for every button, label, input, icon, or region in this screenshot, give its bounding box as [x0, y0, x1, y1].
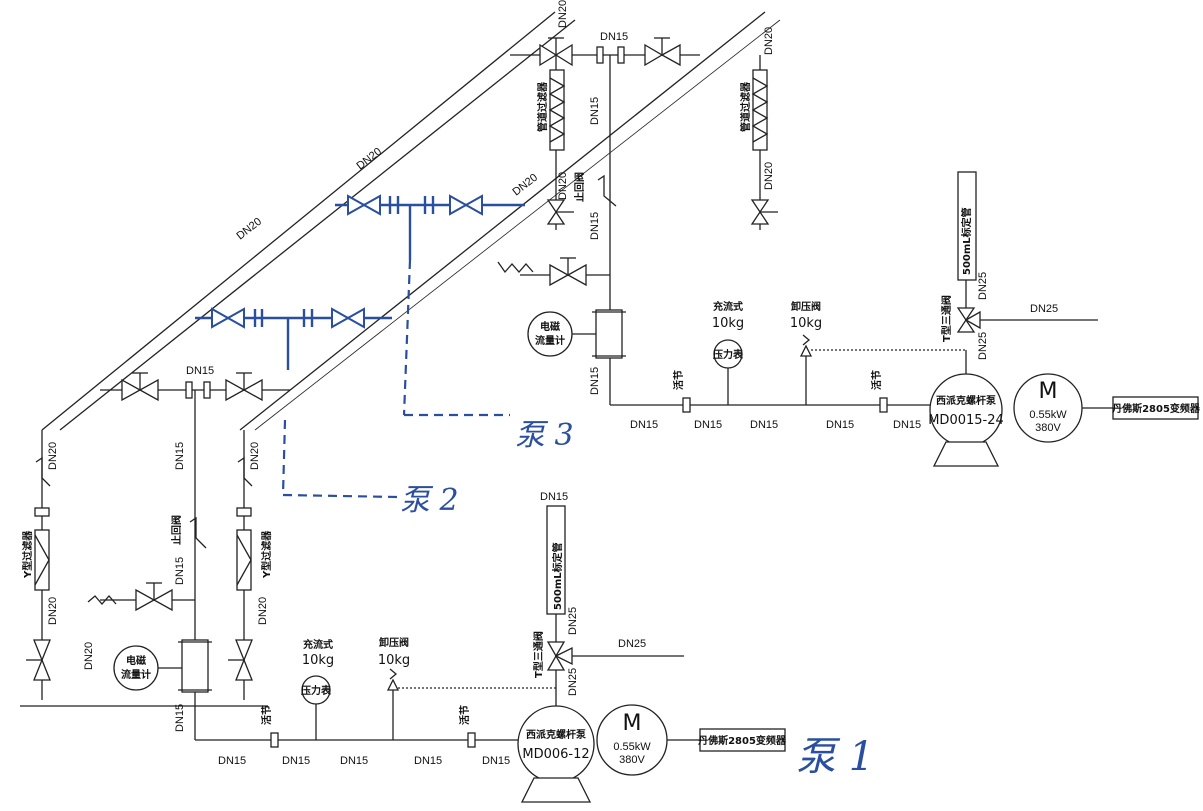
label-y-strainer-left-b: Y型过滤器: [260, 530, 273, 579]
label-dn15-p1-h5: DN15: [482, 755, 510, 767]
label-handwritten-pump3: 泵 3: [515, 418, 574, 453]
upper-strainers: 管道过滤器 管道过滤器 DN20 DN20: [536, 55, 778, 230]
label-dn20-left-c: DN20: [47, 597, 59, 625]
label-dn20-left-d: DN20: [257, 597, 269, 625]
label-filter-p1-b: 活节: [458, 705, 471, 725]
label-check-valve-p1: 止回阀: [170, 515, 183, 545]
label-dn25-p1-v2: DN25: [567, 668, 579, 696]
label-handwritten-pump2: 泵 2: [400, 483, 459, 518]
label-dn25-p1-v1: DN25: [567, 607, 579, 635]
label-strainer-upper-left: 管道过滤器: [536, 81, 549, 132]
label-motor2-volt: 380V: [1035, 422, 1061, 434]
left-header-row: DN15: [100, 365, 290, 402]
label-strainer-upper-right: 管道过滤器: [739, 81, 752, 132]
label-calib-p2: 500mL标定管: [960, 207, 973, 275]
label-relief-p2-l1: 卸压阀: [791, 300, 821, 313]
label-dn20-left-a: DN20: [47, 442, 59, 470]
label-relief-p2-l2: 10kg: [790, 316, 822, 331]
label-dn15-p1-c: DN15: [174, 704, 186, 732]
label-motor2-m: M: [1039, 379, 1058, 404]
label-dn25-p2-v2: DN25: [977, 332, 989, 360]
label-dn15-p2-h4: DN15: [826, 419, 854, 431]
label-pump2-name: 西派克螺杆泵: [936, 394, 997, 407]
label-dn15-p2-h2: DN15: [694, 419, 722, 431]
label-dn25-p2-h: DN25: [1030, 303, 1058, 315]
label-dn20-diag-a: DN20: [234, 216, 264, 243]
label-dn25-p1-h: DN25: [618, 638, 646, 650]
label-dn15-p2-h5: DN15: [893, 419, 921, 431]
label-motor1-m: M: [623, 711, 642, 736]
pump2-unit: 500mL标定管 DN25 DN25 DN25 T型三通阀 西派克螺杆泵 MD0…: [928, 171, 1201, 467]
label-handwritten-pump1: 泵 1: [796, 734, 874, 780]
label-ext-p1-l2: 10kg: [302, 653, 334, 668]
label-dn15-p1-h2: DN15: [282, 755, 310, 767]
label-motor1-volt: 380V: [619, 754, 645, 766]
label-filter-p1-a: 活节: [260, 705, 273, 725]
label-flowmeter-p2-l1: 电磁: [540, 320, 560, 333]
label-flowmeter-p1-l2: 流量计: [121, 668, 151, 681]
pump2-branch: DN15 止回阀 DN15 电磁 流量计 DN15 活节 活节 DN15 DN1…: [497, 55, 966, 431]
label-ext-p2-l2: 10kg: [712, 316, 744, 331]
label-pump2-model: MD0015-24: [928, 413, 1004, 428]
label-filter-p2-a: 活节: [672, 370, 685, 390]
label-filter-p2-b: 活节: [870, 370, 883, 390]
label-dn20-diag-b: DN20: [354, 146, 384, 173]
top-header-row: DN15 DN20 DN20: [510, 0, 775, 67]
label-flowmeter-p1-l1: 电磁: [126, 654, 146, 667]
label-dn15-top: DN15: [600, 31, 628, 43]
label-dn15-calib-p1: DN15: [540, 491, 568, 503]
label-gauge-p2: 压力表: [713, 348, 744, 361]
label-dn20-upper-left: DN20: [557, 172, 569, 200]
label-dn15-p1-riser: DN15: [174, 442, 186, 470]
label-flowmeter-p2-l2: 流量计: [535, 334, 565, 347]
pump2-body: [929, 373, 1003, 447]
diagonal-pipes: [41, 11, 781, 431]
pump1-unit: DN15 500mL标定管 DN25 DN25 DN25 T型三通阀 西派克螺杆…: [517, 491, 787, 803]
label-three-way-p2: T型三通阀: [940, 295, 953, 342]
pump1-branch: DN15 止回阀 DN15 电磁 流量计 DN15 活节 活节 DN15 DN1…: [87, 390, 556, 767]
label-dn20-top-b: DN20: [763, 27, 775, 55]
label-dn15-p2-riser: DN15: [589, 97, 601, 125]
label-dn15-p1-h4: DN15: [414, 755, 442, 767]
label-pump1-model: MD006-12: [522, 747, 589, 762]
label-dn15-p1-b: DN15: [174, 557, 186, 585]
label-dn15-p2-h1: DN15: [630, 419, 658, 431]
label-ext-p2-l1: 充流式: [713, 300, 743, 313]
label-ext-p1-l1: 充流式: [303, 638, 333, 651]
label-check-valve-p2: 止回阀: [573, 172, 586, 202]
label-dn20-left-b: DN20: [249, 442, 261, 470]
label-y-strainer-left-a: Y型过滤器: [21, 530, 34, 579]
label-dn15-left-top: DN15: [186, 365, 214, 377]
label-relief-p1-l1: 卸压阀: [379, 636, 409, 649]
label-calib-p1: 500mL标定管: [551, 542, 564, 610]
label-dn15-p1-h1: DN15: [218, 755, 246, 767]
label-dn15-p2-h3: DN15: [750, 419, 778, 431]
blue-annotations: 泵 3 泵 2 泵 1: [195, 194, 874, 780]
label-dn20-left-e: DN20: [83, 642, 95, 670]
label-gauge-p1: 压力表: [301, 684, 332, 697]
label-motor2-power: 0.55kW: [1029, 409, 1067, 421]
label-dn20-top-a: DN20: [557, 0, 569, 28]
label-dn15-p2-b: DN15: [589, 212, 601, 240]
label-dn15-p2-c: DN15: [589, 367, 601, 395]
label-relief-p1-l2: 10kg: [378, 653, 410, 668]
label-dn15-p1-h3: DN15: [340, 755, 368, 767]
label-vfd-2: 丹佛斯2805变频器: [1112, 402, 1201, 415]
label-vfd-1: 丹佛斯2805变频器: [698, 734, 787, 747]
label-three-way-p1: T型三通阀: [532, 631, 545, 678]
label-dn25-p2-v1: DN25: [977, 272, 989, 300]
pump1-body: [517, 705, 595, 783]
left-verticals: DN20 DN20 Y型过滤器 Y型过滤器 DN20 DN20 DN20: [20, 430, 273, 707]
label-motor1-power: 0.55kW: [613, 741, 651, 753]
label-pump1-name: 西派克螺杆泵: [526, 728, 587, 741]
label-dn20-upper-right: DN20: [763, 162, 775, 190]
